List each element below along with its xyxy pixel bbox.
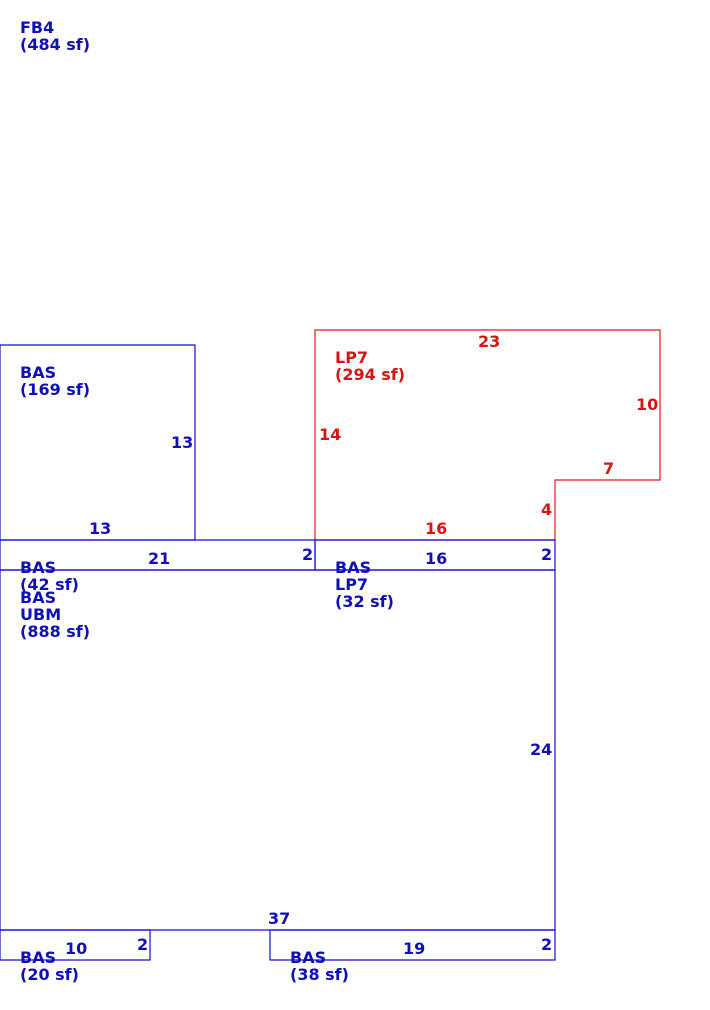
lp7-294-area: (294 sf) <box>335 365 406 384</box>
bas-38-outline <box>269 929 556 961</box>
small-right-height-dimension: 2 <box>541 935 553 954</box>
strip-right-height-dimension: 2 <box>541 545 553 564</box>
lp7-step-height-dimension: 4 <box>541 500 553 519</box>
strip-left-height-dimension: 2 <box>302 545 314 564</box>
fb4-code: FB4 <box>20 18 55 37</box>
lp7-bottom-dimension: 16 <box>425 519 448 538</box>
bas-ubm-888-sub: UBM <box>20 605 62 624</box>
bas-42-area: (42 sf) <box>20 575 79 594</box>
bas-169-area: (169 sf) <box>20 380 91 399</box>
small-left-width-dimension: 10 <box>65 939 88 958</box>
lp7-right-dimension: 10 <box>636 395 659 414</box>
bas-20-outline <box>0 929 151 961</box>
bas-20-area: (20 sf) <box>20 965 79 984</box>
bas-42-code: BAS <box>20 558 57 577</box>
bas-lp7-32-sub: LP7 <box>335 575 369 594</box>
lp7-step-width-dimension: 7 <box>603 459 615 478</box>
bas-lp7-32-code: BAS <box>335 558 372 577</box>
bas-169-side-dimension: 13 <box>171 433 194 452</box>
bas-38-code: BAS <box>290 948 327 967</box>
bas-169-code: BAS <box>20 363 57 382</box>
bas-38-area: (38 sf) <box>290 965 349 984</box>
small-right-width-dimension: 19 <box>403 939 426 958</box>
strip-right-width-dimension: 16 <box>425 549 448 568</box>
bas-ubm-888-area: (888 sf) <box>20 622 91 641</box>
lp7-top-dimension: 23 <box>478 332 501 351</box>
main-height-dimension: 24 <box>530 740 553 759</box>
fb4-area: (484 sf) <box>20 35 91 54</box>
lp7-294-code: LP7 <box>335 348 369 367</box>
bas-lp7-32-area: (32 sf) <box>335 592 394 611</box>
bas-20-code: BAS <box>20 948 57 967</box>
main-width-dimension: 37 <box>268 909 291 928</box>
strip-left-width-dimension: 21 <box>148 549 171 568</box>
bas-ubm-888-code: BAS <box>20 588 57 607</box>
lp7-left-dimension: 14 <box>319 425 342 444</box>
small-left-height-dimension: 2 <box>137 935 149 954</box>
bas-169-bottom-dimension: 13 <box>89 519 112 538</box>
